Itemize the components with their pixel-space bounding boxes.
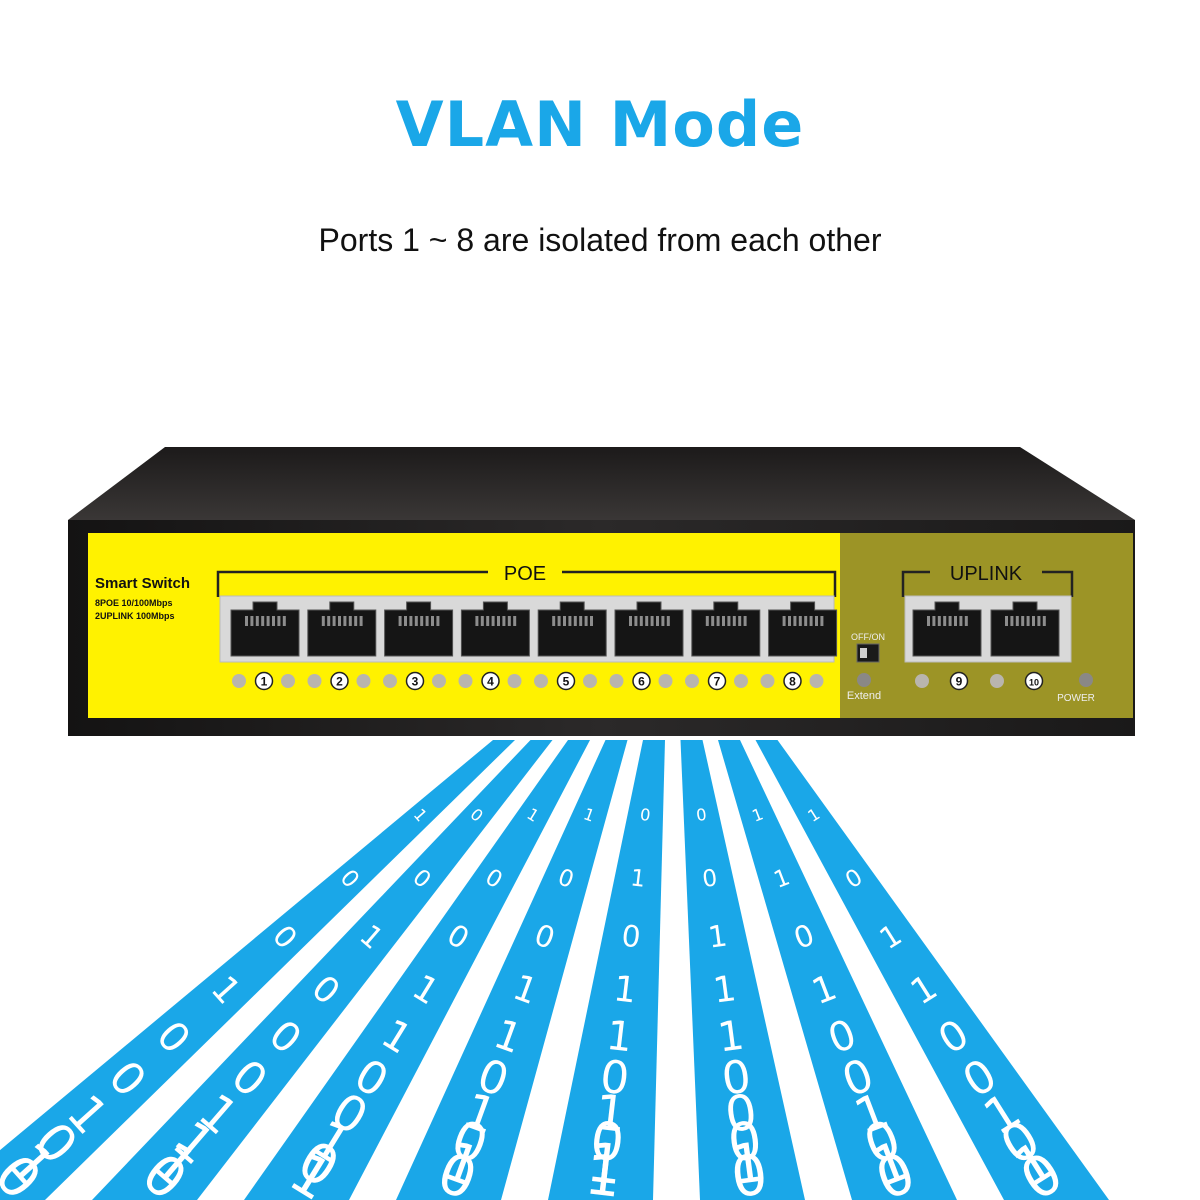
port-led-2-b	[356, 674, 371, 688]
port-number-7: 7	[707, 671, 727, 691]
stream-digit: 1	[604, 1011, 635, 1062]
stream-digit: 0	[695, 805, 708, 825]
stream-digit: 0	[597, 1050, 632, 1106]
port-number-4: 4	[481, 671, 500, 691]
port-led-7-a	[685, 674, 699, 688]
port-led-6-b	[658, 674, 673, 688]
stream-digit: 1	[592, 1084, 630, 1144]
brand-title: Smart Switch	[95, 575, 190, 592]
port-led-8-b	[809, 674, 824, 688]
poe-port-5[interactable]	[537, 601, 607, 657]
svg-text:2: 2	[336, 675, 343, 689]
stream-digit: 0	[587, 1111, 627, 1174]
svg-text:5: 5	[563, 675, 570, 689]
svg-text:6: 6	[638, 675, 645, 689]
stream-digit: 1	[629, 865, 647, 893]
page-title: VLAN Mode	[395, 88, 805, 161]
stream-digit: 1	[611, 968, 638, 1011]
stream-digit: 1	[711, 968, 739, 1012]
poe-port-8[interactable]	[768, 601, 838, 657]
port-number-9: 9	[949, 671, 969, 691]
port-number-2: 2	[330, 671, 349, 691]
dip-switch-label: OFF/ON	[851, 632, 885, 642]
page-subtitle: Ports 1 ~ 8 are isolated from each other	[318, 222, 882, 258]
poe-port-4[interactable]	[460, 601, 530, 657]
svg-text:8: 8	[789, 675, 796, 689]
extend-label: Extend	[847, 690, 881, 702]
poe-port-6[interactable]	[614, 601, 684, 657]
port-number-5: 5	[556, 671, 576, 691]
port-led-6-a	[609, 674, 624, 688]
poe-port-7[interactable]	[691, 601, 761, 657]
poe-bracket	[216, 570, 837, 597]
stream-digit: 0	[728, 1142, 772, 1200]
stream-digit: 1	[715, 1011, 747, 1062]
port-number-8: 8	[783, 671, 802, 691]
port-led-9-a	[915, 674, 929, 688]
port-led-2-a	[307, 674, 322, 688]
stream-digit: 0	[725, 1111, 766, 1175]
stream-digit: 0	[639, 805, 651, 825]
stream-digit: 0	[620, 919, 643, 955]
uplink-port-10[interactable]	[990, 601, 1060, 657]
stream-digit: 1	[582, 1142, 625, 1200]
uplink-label: UPLINK	[950, 563, 1023, 585]
port-led-3-b	[432, 674, 446, 688]
stream-digit: 0	[719, 1049, 754, 1105]
switch-top-face	[68, 447, 1135, 520]
port-led-4-a	[458, 674, 473, 688]
stream-digit: 1	[706, 919, 729, 955]
stream-digit: 0	[701, 865, 719, 893]
power-led	[1079, 673, 1093, 687]
uplink-bracket	[901, 570, 1074, 597]
stream-digit: 1	[726, 1129, 769, 1197]
uplink-port-9[interactable]	[912, 601, 982, 657]
svg-text:1: 1	[261, 675, 268, 689]
port-led-1-b	[281, 674, 295, 688]
port-led-10-a	[990, 674, 1004, 688]
port-number-10: 10	[1024, 671, 1044, 691]
svg-text:9: 9	[956, 675, 963, 689]
port-led-1-a	[232, 674, 246, 688]
stream-digit: 1	[584, 1130, 626, 1198]
poe-port-2[interactable]	[307, 601, 377, 657]
port-number-1: 1	[254, 671, 274, 691]
port-led-3-a	[383, 674, 397, 688]
power-label: POWER	[1057, 693, 1095, 704]
svg-text:7: 7	[714, 675, 721, 689]
svg-text:10: 10	[1029, 678, 1039, 688]
port-led-4-b	[507, 674, 522, 688]
brand-spec-poe: 8POE 10/100Mbps	[95, 598, 173, 608]
port-number-6: 6	[632, 671, 651, 691]
extend-led	[857, 673, 871, 687]
port-led-5-b	[583, 674, 597, 688]
port-led-8-a	[760, 674, 775, 688]
dip-switch-lever	[860, 648, 867, 658]
poe-label: POE	[504, 563, 546, 585]
svg-text:3: 3	[412, 675, 419, 689]
poe-port-1[interactable]	[230, 601, 300, 657]
port-led-5-a	[534, 674, 548, 688]
brand-spec-uplink: 2UPLINK 100Mbps	[95, 611, 175, 621]
port-led-7-b	[734, 674, 748, 688]
poe-port-3[interactable]	[384, 601, 454, 657]
port-number-3: 3	[405, 671, 425, 691]
stream-digit: 0	[722, 1083, 760, 1144]
svg-text:4: 4	[487, 675, 494, 689]
